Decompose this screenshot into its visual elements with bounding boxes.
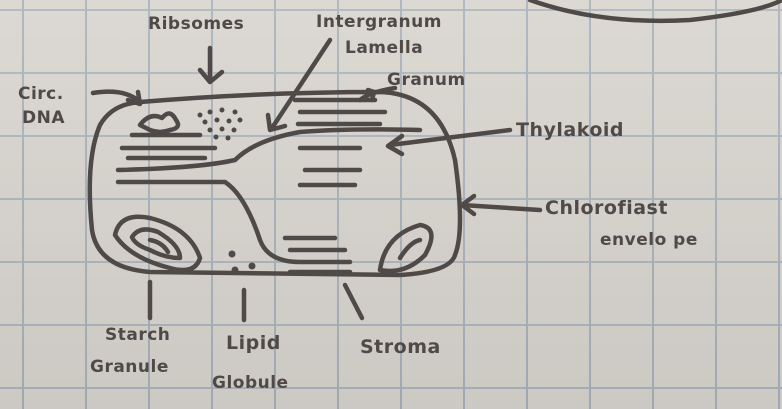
- corner-circle-outline: [527, 0, 782, 24]
- label-envelope-line1: Chlorofiast: [545, 197, 668, 219]
- starch-granule-right: [377, 222, 434, 274]
- label-lipid-line1: Lipid: [226, 332, 281, 354]
- lipid-globules: [228, 250, 256, 274]
- label-intergranum-line1: Intergranum: [316, 12, 442, 32]
- chloroplast-envelope: [87, 89, 463, 278]
- label-envelope-line2: envelo pe: [600, 230, 698, 250]
- lower-lamella: [115, 179, 353, 265]
- circ-dna-shape: [137, 111, 181, 135]
- leader-arrows: [90, 37, 543, 323]
- label-granum: Granum: [387, 70, 466, 90]
- ribosome-dots: [197, 107, 243, 141]
- label-stroma: Stroma: [360, 336, 441, 358]
- label-circ-dna-line1: Circ.: [18, 84, 64, 104]
- label-starch-line2: Granule: [90, 357, 169, 377]
- intergranum-lamella: [115, 127, 423, 173]
- label-circ-dna-line2: DNA: [22, 108, 65, 128]
- starch-granule: [112, 214, 203, 273]
- left-granum-stack: [119, 132, 218, 161]
- label-thylakoid: Thylakoid: [516, 119, 624, 141]
- granum-stack: [292, 97, 388, 188]
- label-ribosomes: Ribsomes: [148, 14, 245, 34]
- label-starch-line1: Starch: [105, 325, 171, 345]
- stroma-thylakoids: [282, 235, 353, 275]
- label-lipid-line2: Globule: [212, 373, 289, 393]
- label-intergranum-line2: Lamella: [345, 38, 424, 58]
